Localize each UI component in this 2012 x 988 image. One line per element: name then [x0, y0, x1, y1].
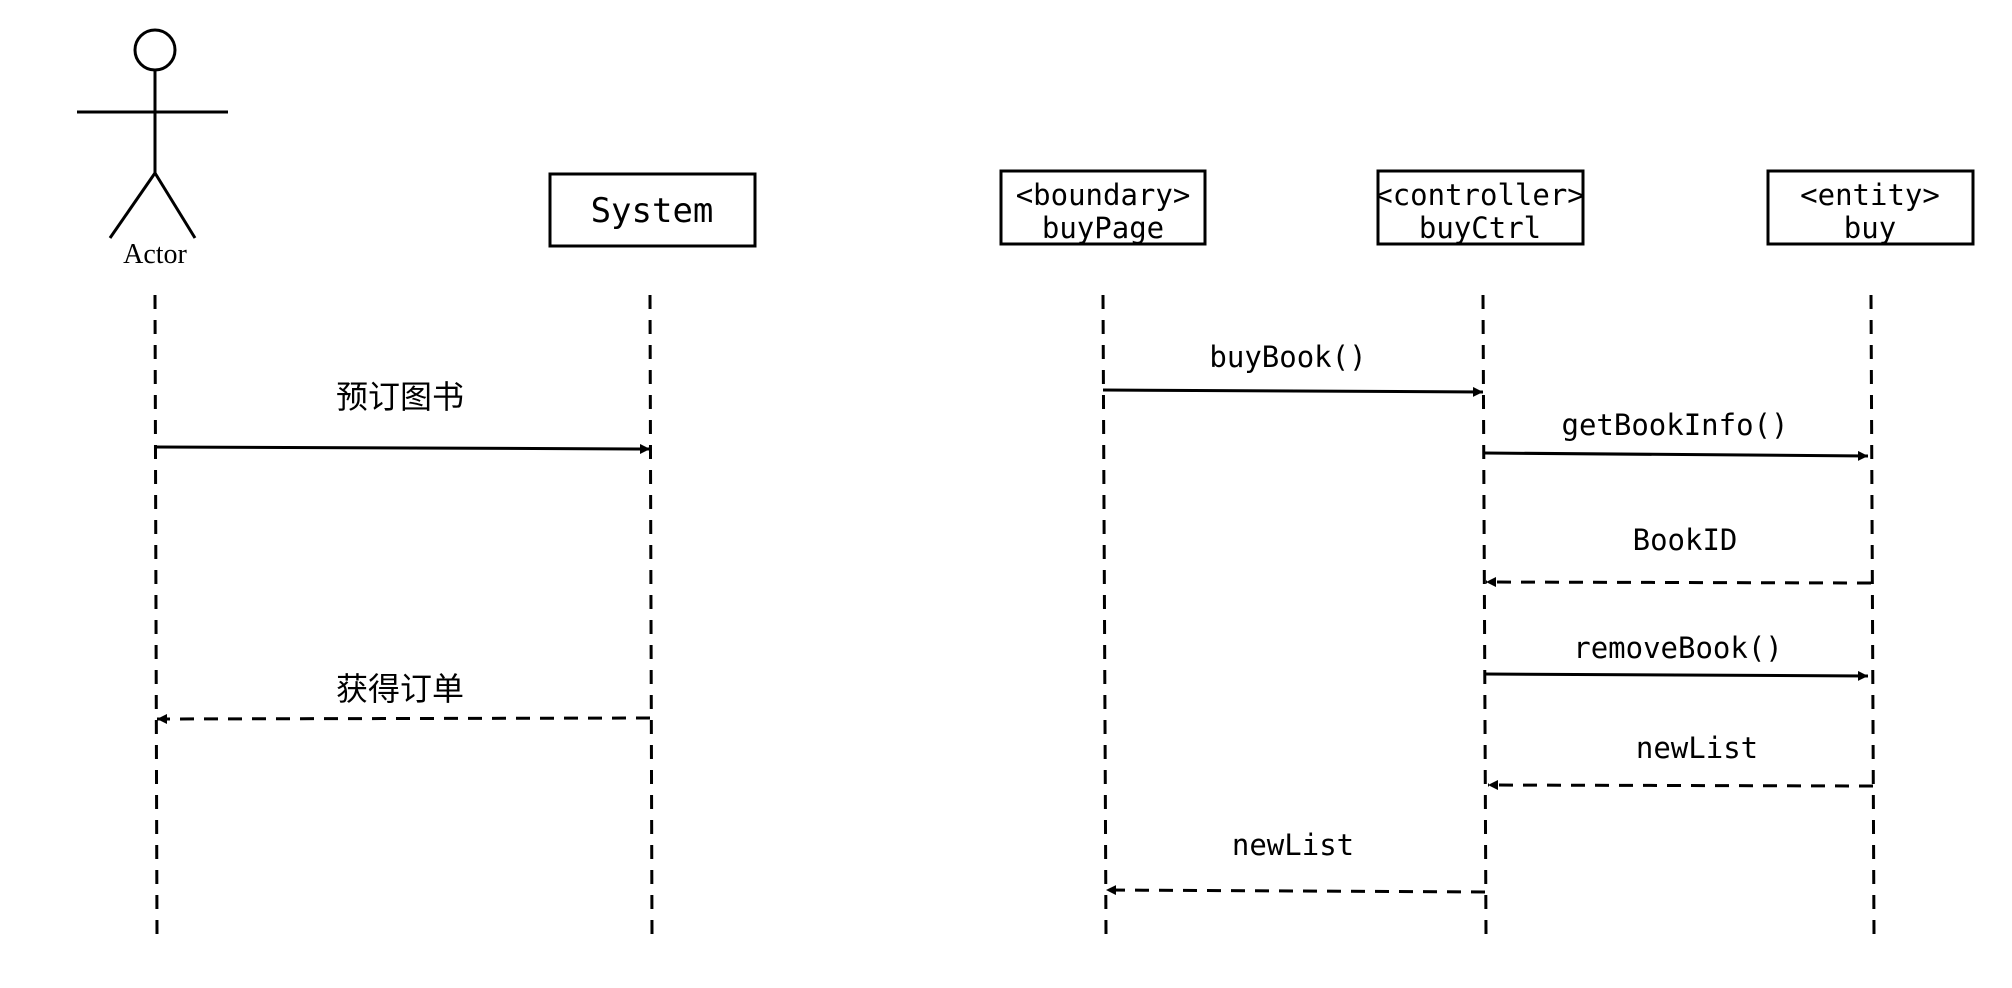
message-arrow-buybook: [1102, 386, 1484, 397]
message-arrow-reserve-book: [154, 443, 651, 454]
message-label-removebook: removeBook(): [1573, 631, 1783, 665]
participant-box-buyctrl: [1376, 169, 1585, 246]
participant-stereotype-buyctrl: <controller>: [1375, 178, 1585, 212]
participant-box-buypage: [999, 169, 1207, 246]
participant-stereotype-buy: <entity>: [1800, 178, 1940, 212]
message-arrow-get-order: [156, 713, 651, 724]
system-lifeline: [648, 294, 654, 936]
system-label: System: [591, 191, 714, 231]
participant-stereotype-buypage: <boundary>: [1016, 178, 1191, 212]
message-label-reserve-book: 预订图书: [336, 378, 464, 416]
lifeline-buyctrl: [1481, 294, 1488, 936]
participant-name-buyctrl: buyCtrl: [1419, 211, 1541, 245]
message-label-newlist-entity: newList: [1636, 731, 1758, 765]
lifeline-buy: [1869, 294, 1876, 936]
message-label-buybook: buyBook(): [1209, 340, 1366, 374]
message-label-getbookinfo: getBookInfo(): [1562, 408, 1789, 442]
participant-name-buy: buy: [1844, 211, 1896, 245]
actor-lifeline: [153, 294, 159, 936]
message-label-bookid: BookID: [1633, 523, 1738, 557]
message-arrow-bookid: [1485, 577, 1872, 588]
actor-right-leg: [153, 172, 197, 239]
actor-left-leg: [108, 172, 157, 239]
message-arrow-getbookinfo: [1483, 450, 1869, 461]
message-label-get-order: 获得订单: [336, 670, 464, 708]
actor-label: Actor: [123, 239, 187, 270]
message-arrow-newlist-page: [1105, 885, 1486, 896]
actor-head: [133, 28, 177, 72]
participant-box-buy: [1766, 169, 1975, 246]
actor-figure: [77, 28, 228, 239]
message-arrow-newlist-entity: [1487, 780, 1874, 791]
message-label-newlist-page: newList: [1232, 828, 1354, 862]
message-arrow-removebook: [1483, 670, 1869, 681]
participant-name-buypage: buyPage: [1042, 211, 1164, 245]
system-box: [548, 172, 757, 248]
lifeline-buypage: [1101, 294, 1108, 936]
